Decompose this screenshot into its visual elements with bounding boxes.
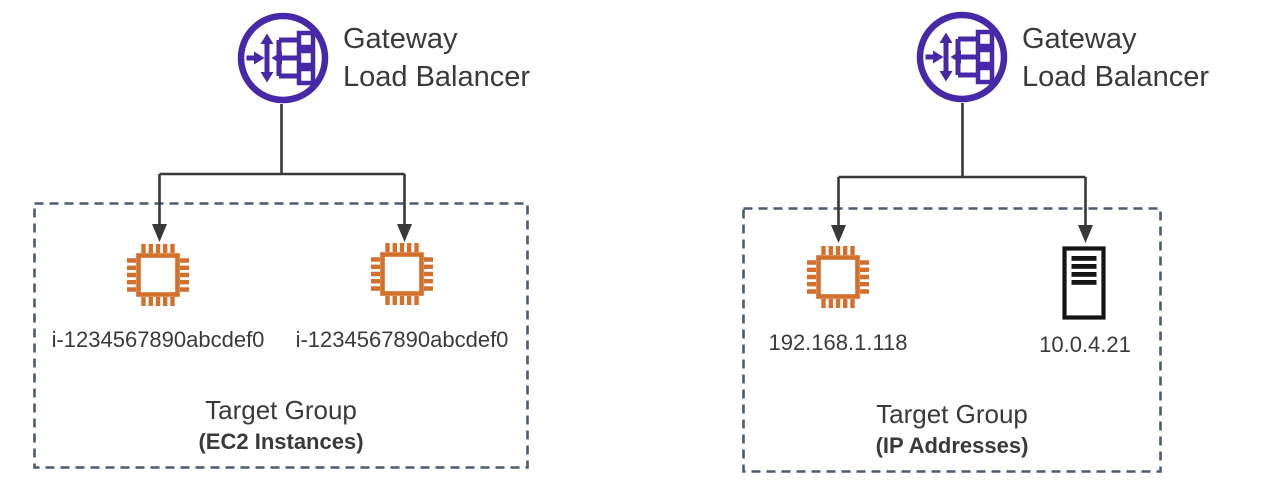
target-group-caption-ip: Target Group (IP Addresses) [743, 398, 1161, 460]
target-label-ip-1: 192.168.1.118 [768, 330, 908, 355]
lb-label-line2: Load Balancer [343, 61, 531, 93]
arrowhead-right-1 [831, 225, 846, 243]
target-group-box-ec2 [33, 202, 529, 469]
target-group-subtitle: (IP Addresses) [875, 433, 1029, 458]
arrowhead-left-1 [152, 224, 167, 242]
load-balancer-label-left: Gateway Load Balancer [343, 20, 530, 96]
lb-label-line1: Gateway [1022, 23, 1137, 55]
server-icon [1065, 249, 1104, 318]
ec2-instance-chip-icon [807, 246, 869, 308]
lb-label-line1: Gateway [343, 23, 458, 55]
gateway-load-balancer-icon [241, 16, 325, 100]
lb-label-line2: Load Balancer [1022, 61, 1210, 93]
arrowhead-left-2 [397, 224, 412, 242]
target-label-instance-1: i-1234567890abcdef0 [51, 327, 265, 352]
target-label-ip-2: 10.0.4.21 [1039, 332, 1131, 357]
connector-left [158, 104, 406, 227]
target-group-caption-ec2: Target Group (EC2 Instances) [34, 394, 528, 456]
gateway-load-balancer-icon [920, 15, 1004, 99]
target-group-title: Target Group [876, 399, 1028, 429]
target-group-box-ip [742, 207, 1162, 473]
target-group-subtitle: (EC2 Instances) [198, 429, 364, 454]
ec2-instance-chip-icon [127, 244, 189, 306]
target-group-title: Target Group [205, 395, 357, 425]
arrowhead-right-2 [1078, 225, 1093, 243]
target-label-instance-2: i-1234567890abcdef0 [295, 327, 509, 352]
ec2-instance-chip-icon [371, 243, 433, 305]
connector-right [837, 103, 1087, 228]
load-balancer-label-right: Gateway Load Balancer [1022, 20, 1209, 96]
